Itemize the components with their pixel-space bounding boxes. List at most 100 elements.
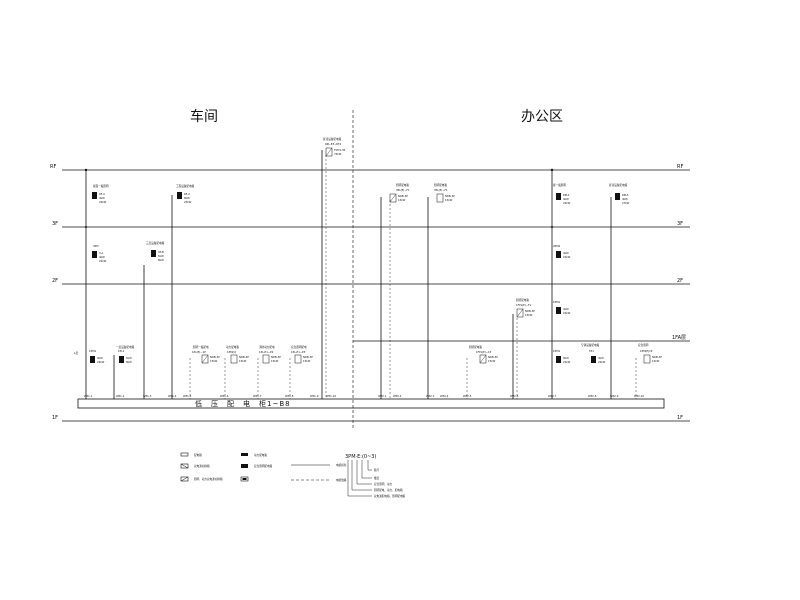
svg-text:8kW: 8kW xyxy=(158,258,164,262)
svg-text:WP1-1: WP1-1 xyxy=(84,394,93,398)
box-rf-equipment: 工程设备配电箱 RF-2 8kW 23kW xyxy=(176,184,195,204)
svg-text:1FPL(E)~1P: 1FPL(E)~1P xyxy=(476,350,492,354)
svg-text:15kW: 15kW xyxy=(488,359,496,363)
svg-text:WP2-7: WP2-7 xyxy=(548,394,557,398)
svg-text:应急照明配电: 应急照明配电 xyxy=(291,345,307,349)
circuit-labels: WP1-1 WP1-2 WP1-3 WP1-4 WP1-5 WP1-6 WP1-… xyxy=(84,394,644,398)
svg-text:75kW: 75kW xyxy=(334,152,342,156)
svg-text:WP1-2: WP1-2 xyxy=(116,394,125,398)
svg-text:WP2-2: WP2-2 xyxy=(393,394,402,398)
svg-text:FZ1: FZ1 xyxy=(589,349,594,353)
svg-text:3-A: 3-A xyxy=(99,251,104,255)
svg-text:照明一般配电: 照明一般配电 xyxy=(193,345,209,349)
svg-text:8kW: 8kW xyxy=(184,196,190,200)
legend-label-power-box: 动力配电箱 xyxy=(254,453,267,457)
svg-text:NDB-3P: NDB-3P xyxy=(445,194,455,198)
box-1f-lighting-1: 照明一般配电 1PL(E)~1P NDB-3P 15kW xyxy=(192,345,220,364)
svg-text:应急照明、动力: 应急照明、动力 xyxy=(374,482,393,486)
legend-symbol-distribution-box xyxy=(180,452,189,457)
svg-text:27kW: 27kW xyxy=(622,201,630,205)
floor-label-1f-left: 1F xyxy=(52,415,58,421)
box-1f-emergency-lighting: 应急照明配电 1PL-E1~P3 NDB-3P 15kW xyxy=(291,345,313,364)
svg-text:WP1-3: WP1-3 xyxy=(143,394,152,398)
svg-text:3P-B: 3P-B xyxy=(158,250,164,254)
box-office-1fa-lighting: 照明配电箱 1FPL(E)~F1 NDB-3P 15kW xyxy=(516,298,535,318)
svg-text:15kW: 15kW xyxy=(652,359,660,363)
svg-text:23kW: 23kW xyxy=(184,200,192,204)
svg-text:22kW: 22kW xyxy=(563,360,571,364)
dashed-risers xyxy=(189,155,637,399)
svg-text:工程设备配电箱: 工程设备配电箱 xyxy=(176,184,195,188)
svg-text:NDB-3P: NDB-3P xyxy=(271,355,281,359)
svg-text:15kW: 15kW xyxy=(525,313,533,317)
svg-text:1PM(C): 1PM(C) xyxy=(227,350,236,354)
svg-text:RPL-E3~RF4: RPL-E3~RF4 xyxy=(325,142,341,146)
svg-text:1PL(E)~1P: 1PL(E)~1P xyxy=(192,350,206,354)
legend-label-emergency-box: 应急照明配电箱 xyxy=(254,464,273,468)
legend-symbol-double-box xyxy=(240,476,249,482)
svg-text:NDB-3P: NDB-3P xyxy=(525,309,535,313)
svg-text:3PL(E)~F1: 3PL(E)~F1 xyxy=(434,188,448,192)
svg-text:WP1-7: WP1-7 xyxy=(253,394,262,398)
svg-text:空调设备配电箱: 空调设备配电箱 xyxy=(581,343,600,347)
notation-code: 3PM·E:(0~3) xyxy=(345,454,376,460)
svg-text:5kW: 5kW xyxy=(126,356,132,360)
svg-text:22kW: 22kW xyxy=(598,360,606,364)
main-busbar xyxy=(77,398,665,409)
box-office-rf-lighting-1: 照明配电箱 3PL(E)~F1 NDB-3P 15kW xyxy=(389,183,410,203)
legend-symbol-dual-power-box xyxy=(180,463,189,469)
svg-text:4kW: 4kW xyxy=(563,307,569,311)
floor-label-3f-right: 3F xyxy=(677,221,683,227)
legend-symbol-emergency-box xyxy=(241,464,248,468)
svg-text:1PM1: 1PM1 xyxy=(89,349,96,353)
svg-text:15kW: 15kW xyxy=(210,359,218,363)
svg-text:22kW: 22kW xyxy=(563,255,571,259)
svg-text:NDB-3P: NDB-3P xyxy=(210,355,220,359)
svg-text:4kW: 4kW xyxy=(97,356,103,360)
svg-text:照明配电箱: 照明配电箱 xyxy=(469,345,482,349)
svg-text:22kW: 22kW xyxy=(563,311,571,315)
svg-text:2PM2: 2PM2 xyxy=(553,244,560,248)
svg-text:WP2-4: WP2-4 xyxy=(440,394,449,398)
svg-text:一层设备配电箱: 一层设备配电箱 xyxy=(116,345,135,349)
svg-text:照明配电、动力、配电箱: 照明配电、动力、配电箱 xyxy=(374,488,403,492)
svg-text:4kW: 4kW xyxy=(99,255,105,259)
legend: 配电箱 双电源切换箱 照明、动力双电源切换箱 动力配电箱 应急照明配电箱 电缆桥… xyxy=(180,452,347,482)
svg-text:WP2-3: WP2-3 xyxy=(426,394,435,398)
svg-text:WP1-5: WP1-5 xyxy=(183,394,192,398)
svg-text:RPL3: RPL3 xyxy=(563,193,570,197)
svg-text:WP2-5: WP2-5 xyxy=(463,394,472,398)
svg-text:屋顶设备配电箱: 屋顶设备配电箱 xyxy=(323,137,342,141)
svg-text:1PL-E1~P3: 1PL-E1~P3 xyxy=(291,350,306,354)
svg-text:4kW: 4kW xyxy=(622,197,628,201)
svg-text:5kW: 5kW xyxy=(158,254,164,258)
legend-label-dual-power-box: 双电源切换箱 xyxy=(194,464,210,468)
svg-text:应急照明: 应急照明 xyxy=(638,343,649,347)
legend-label-cable-line: 电缆线路 xyxy=(336,478,347,482)
box-office-1f-emergency: 应急照明 1PM(E)1P NDB-3P 15kW xyxy=(638,343,662,364)
svg-text:15kW: 15kW xyxy=(303,359,311,363)
section-title-workshop: 车间 xyxy=(190,108,218,125)
box-office-1f-lighting: 照明配电箱 1FPL(E)~1P NDB-3P 15kW xyxy=(469,345,498,364)
floor-label-rf-left: RF xyxy=(50,164,56,170)
legend-label-lighting-power-box: 照明、动力双电源切换箱 xyxy=(194,477,223,481)
floor-label-2f-left: 2F xyxy=(52,278,58,284)
svg-text:1PM1: 1PM1 xyxy=(553,300,560,304)
box-1f-fire-power: 消防动力配电 1PL-E1~P2 NDB-3P 15kW xyxy=(259,345,281,364)
floor-label-1fa-right: 1FA层 xyxy=(672,335,686,341)
svg-text:8kW: 8kW xyxy=(126,360,132,364)
svg-text:双电源配电箱、照明配电箱: 双电源配电箱、照明配电箱 xyxy=(374,494,406,498)
svg-text:WP2-8: WP2-8 xyxy=(588,394,597,398)
svg-text:22kW: 22kW xyxy=(563,201,571,205)
svg-text:照明配电箱: 照明配电箱 xyxy=(516,298,529,302)
box-office-rf-general: 屋一般照明 RPL3 4kW 22kW xyxy=(553,183,571,205)
floor-label-1f-right: 1F xyxy=(677,415,683,421)
svg-text:WP1-10: WP1-10 xyxy=(326,394,336,398)
svg-text:WP2-6: WP2-6 xyxy=(510,394,519,398)
floor-label-3f-left: 3F xyxy=(52,221,58,227)
svg-text:屋一般照明: 屋一般照明 xyxy=(553,183,566,187)
box-3f-power: 3PM 3-A 4kW 22kW xyxy=(92,244,107,263)
svg-text:WP1-8: WP1-8 xyxy=(285,394,294,398)
box-3f-equipment: 三层设备配电箱 3P-B 5kW 8kW xyxy=(146,241,165,262)
